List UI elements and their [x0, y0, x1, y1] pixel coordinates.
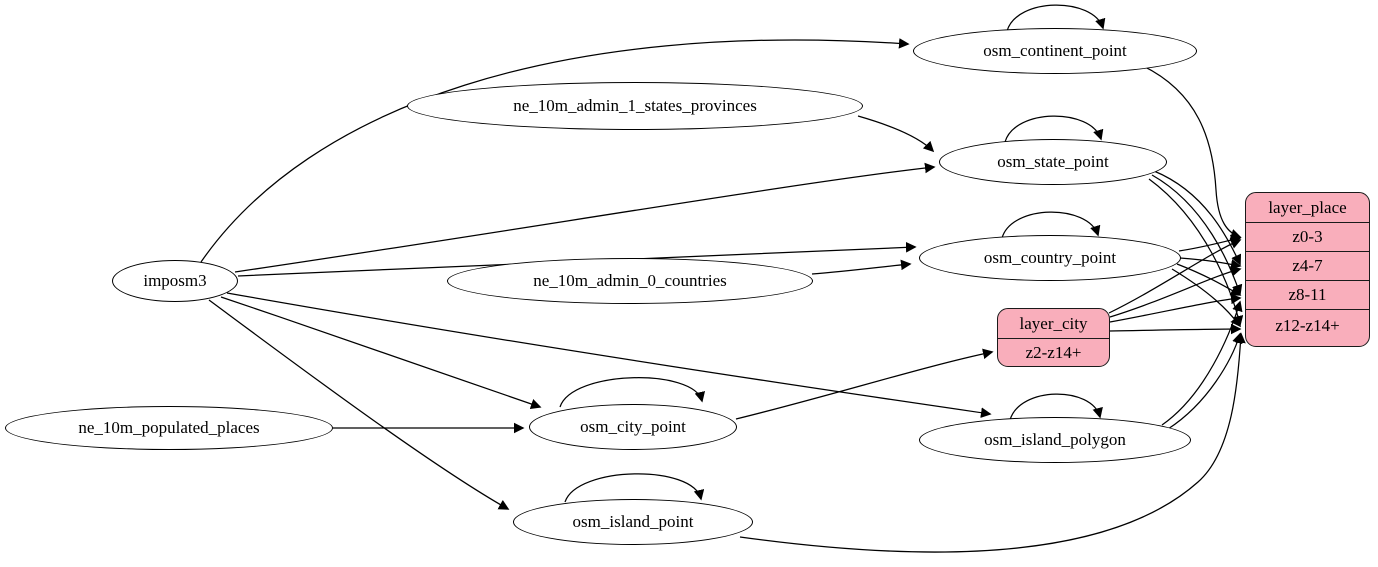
edge-imposm3-to-osm-island-polygon [226, 292, 992, 418]
edge-imposm3-to-osm-island-point [208, 299, 510, 510]
node-osm-continent-point-label: osm_continent_point [983, 41, 1127, 60]
node-imposm3-label: imposm3 [143, 271, 207, 290]
node-osm-state-point: osm_state_point [939, 139, 1167, 185]
node-ne-10m-populated-places-label: ne_10m_populated_places [78, 418, 260, 437]
record-layer-place-row-z12-z14: z12-z14+ [1246, 309, 1369, 342]
record-layer-place: layer_place z0-3 z4-7 z8-11 z12-z14+ [1245, 192, 1370, 347]
edge-layer-city-to-layer-place-z0-3 [1108, 238, 1242, 314]
self-loop-osm-state-point [1004, 115, 1104, 143]
record-layer-city: layer_city z2-z14+ [997, 308, 1110, 367]
edge-imposm3-to-osm-state-point [234, 162, 936, 273]
node-osm-country-point-label: osm_country_point [983, 248, 1117, 267]
node-osm-continent-point: osm_continent_point [913, 28, 1197, 74]
edge-osm-city-point-to-layer-city-z2 [735, 348, 994, 420]
edge-ne-10m-admin-0-to-osm-country-point [811, 259, 912, 275]
edge-layer-city-to-layer-place-z12-z14 [1109, 323, 1242, 335]
node-ne-10m-admin-1-states-provinces: ne_10m_admin_1_states_provinces [407, 82, 863, 130]
edge-imposm3-to-osm-continent-point [200, 38, 910, 263]
edge-osm-state-point-to-layer-place-z8-11 [1151, 174, 1243, 296]
edge-imposm3-to-osm-city-point [220, 296, 542, 410]
record-layer-city-row-z2-z14: z2-z14+ [998, 338, 1109, 366]
record-layer-city-title: layer_city [1019, 313, 1088, 333]
self-loop-osm-island-polygon [1009, 393, 1103, 421]
record-layer-place-title: layer_place [1268, 197, 1347, 217]
edge-osm-country-point-to-layer-place-z4-7 [1179, 257, 1242, 270]
record-layer-place-row-z4-7: z4-7 [1246, 251, 1369, 280]
node-osm-country-point: osm_country_point [919, 235, 1181, 281]
self-loop-osm-country-point [1001, 211, 1101, 239]
edge-osm-continent-point-to-layer-place-z0-3 [1140, 64, 1242, 240]
node-osm-state-point-label: osm_state_point [997, 152, 1109, 171]
self-loop-osm-island-point [564, 473, 705, 503]
record-layer-place-row-z8-11: z8-11 [1246, 280, 1369, 309]
node-osm-island-polygon-label: osm_island_polygon [984, 430, 1126, 449]
node-ne-10m-admin-1-states-provinces-label: ne_10m_admin_1_states_provinces [513, 96, 757, 115]
node-osm-island-point: osm_island_point [513, 499, 753, 545]
edge-osm-country-point-to-layer-place-z12-z14 [1171, 268, 1241, 328]
self-loop-osm-continent-point [1006, 4, 1106, 32]
node-ne-10m-admin-0-countries-label: ne_10m_admin_0_countries [533, 271, 727, 290]
self-loop-osm-city-point [559, 377, 706, 408]
node-osm-island-point-label: osm_island_point [572, 512, 694, 531]
node-osm-city-point-label: osm_city_point [580, 417, 686, 436]
node-ne-10m-admin-0-countries: ne_10m_admin_0_countries [447, 258, 813, 304]
edge-osm-country-point-to-layer-place-z8-11 [1176, 263, 1242, 296]
edge-ne-10m-admin-1-to-osm-state-point [857, 115, 935, 153]
node-imposm3: imposm3 [112, 260, 238, 302]
record-layer-place-row-z0-3: z0-3 [1246, 222, 1369, 251]
node-osm-island-polygon: osm_island_polygon [919, 417, 1191, 463]
node-osm-city-point: osm_city_point [529, 404, 737, 450]
edge-osm-island-polygon-to-layer-place-z12-z14 [1167, 332, 1243, 430]
edge-osm-island-point-to-layer-place-z12-z14 [739, 332, 1246, 553]
edge-osm-island-polygon-to-layer-place-z8-11 [1161, 300, 1243, 426]
node-ne-10m-populated-places: ne_10m_populated_places [5, 406, 333, 450]
edge-layer-city-to-layer-place-z8-11 [1109, 293, 1242, 323]
edge-osm-state-point-to-layer-place-z4-7 [1153, 170, 1242, 266]
edge-layer-city-to-layer-place-z4-7 [1109, 266, 1242, 318]
